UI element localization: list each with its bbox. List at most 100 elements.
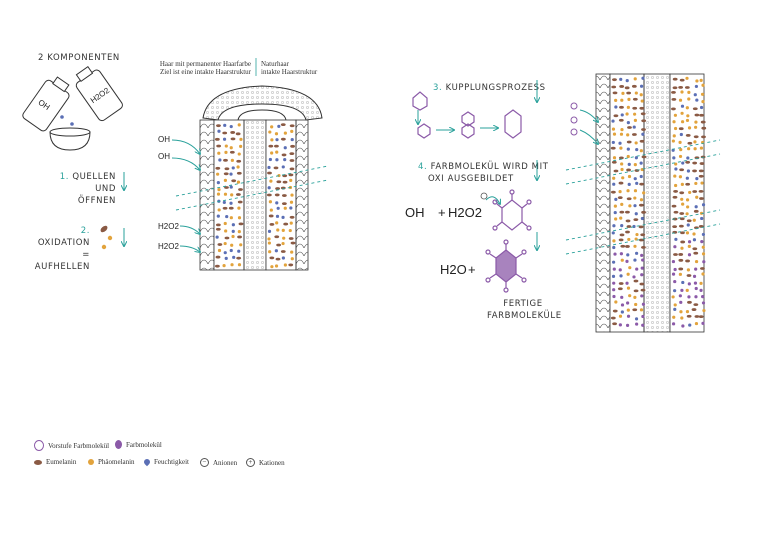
pigment-dot	[640, 308, 643, 311]
pigment-dot	[640, 140, 645, 143]
pigment-dot	[628, 163, 631, 166]
pigment-dot	[620, 133, 623, 136]
pigment-dot	[268, 145, 273, 148]
pigment-dot	[618, 190, 621, 193]
pigment-dot	[232, 256, 235, 259]
pigment-dot	[627, 148, 630, 151]
pigment-dot	[633, 245, 636, 248]
pigment-dot	[695, 79, 698, 82]
pigment-dot	[229, 207, 234, 210]
pigment-dot	[217, 188, 220, 191]
pigment-dot	[680, 247, 683, 250]
pigment-dot	[701, 272, 704, 275]
pigment-dot	[232, 223, 235, 226]
pigment-dot	[290, 167, 295, 170]
pigment-dot	[688, 240, 691, 243]
pigment-dot	[620, 252, 623, 255]
pigment-dot	[673, 78, 678, 81]
pigment-dot	[627, 98, 630, 101]
pigment-dot	[282, 165, 285, 168]
pigment-dot	[687, 274, 692, 277]
pigment-dot	[701, 295, 704, 298]
pigment-dot	[291, 138, 294, 141]
pigment-dot	[614, 211, 617, 214]
phaeomelanin-icon	[102, 245, 106, 249]
pigment-dot	[680, 133, 683, 136]
pigment-dot	[620, 128, 623, 131]
pigment-dot	[290, 222, 293, 225]
pigment-dot	[236, 165, 239, 168]
pigment-dot	[693, 303, 698, 306]
pigment-dot	[223, 124, 226, 127]
pigment-dot	[688, 191, 691, 194]
pigment-dot	[618, 142, 621, 145]
pigment-dot	[686, 289, 689, 292]
pigment-dot	[633, 98, 638, 101]
pigment-dot	[267, 172, 272, 175]
pigment-dot	[695, 177, 698, 180]
pigment-dot	[290, 130, 293, 133]
pigment-dot	[230, 146, 233, 149]
pigment-dot	[672, 120, 675, 123]
pigment-dot	[628, 183, 631, 186]
pigment-dot	[641, 324, 644, 327]
pigment-dot	[692, 162, 697, 165]
pigment-dot	[238, 201, 243, 204]
pigment-dot	[236, 160, 241, 163]
pigment-dot	[688, 323, 691, 326]
pigment-dot	[626, 169, 631, 172]
pigment-dot	[614, 99, 617, 102]
pigment-dot	[641, 289, 646, 292]
pigment-dot	[619, 217, 622, 220]
pigment-dot	[674, 268, 677, 271]
pigment-dot	[694, 135, 699, 138]
pigment-dot	[700, 106, 703, 109]
pigment-dot	[612, 295, 615, 298]
pigment-dot	[686, 114, 689, 117]
pigment-dot	[672, 260, 675, 263]
pigment-dot	[674, 303, 677, 306]
pigment-dot	[230, 216, 233, 219]
pigment-dot	[686, 231, 689, 234]
pigment-dot	[672, 295, 675, 298]
pigment-dot	[625, 245, 630, 248]
pigment-dot	[625, 211, 630, 214]
pigment-dot	[699, 169, 704, 172]
pigment-dot	[231, 137, 236, 140]
pigment-dot	[230, 151, 235, 154]
oh-arrow-1	[172, 140, 200, 154]
pigment-dot	[613, 268, 616, 271]
pigment-dot	[687, 268, 690, 271]
pigment-dot	[230, 244, 233, 247]
pigment-dot	[678, 259, 683, 262]
precursor-entering	[571, 103, 577, 135]
pigment-dot	[686, 310, 689, 313]
pigment-dot	[695, 85, 698, 88]
pigment-dot	[687, 91, 690, 94]
pigment-dot	[685, 86, 690, 89]
precursor-arrow	[580, 110, 598, 122]
pigment-dot	[225, 257, 228, 260]
pigment-dot	[693, 107, 698, 110]
pigment-dot	[641, 168, 644, 171]
pigment-dot	[238, 188, 243, 191]
pigment-dot	[640, 175, 643, 178]
pigment-dot	[218, 158, 221, 161]
pigment-dot	[632, 308, 637, 311]
pigment-dot	[632, 225, 635, 228]
pigment-dot	[225, 167, 230, 170]
pigment-dot	[267, 237, 270, 240]
pigment-dot	[611, 191, 616, 194]
pigment-dot	[688, 245, 691, 248]
pigment-dot	[693, 219, 696, 222]
pigment-dot	[679, 168, 684, 171]
pigment-dot	[639, 204, 644, 207]
pigment-dot	[613, 156, 616, 159]
pigment-dot	[230, 185, 233, 188]
pigment-dot	[702, 203, 705, 206]
pigment-dot	[687, 169, 690, 172]
pigment-dot	[686, 198, 689, 201]
pigment-dot	[236, 132, 241, 135]
pigment-dot	[222, 132, 227, 135]
pigment-dot	[641, 246, 646, 249]
